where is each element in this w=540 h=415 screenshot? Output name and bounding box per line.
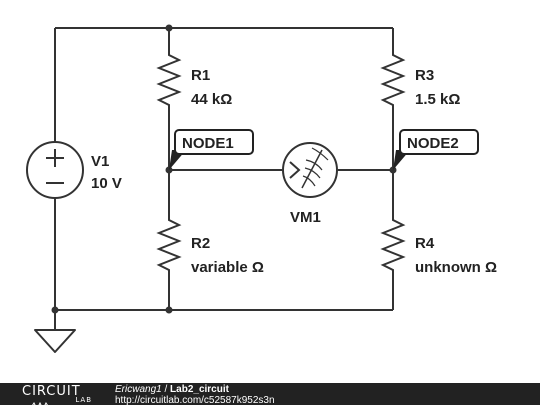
footer-bar: CIRCUIT LAB Ericwang1 / Lab2_circuit htt… [0,383,540,411]
footer-attribution: Ericwang1 / Lab2_circuit [115,384,229,395]
ground-symbol [34,329,76,353]
r2-name-label: R2 [191,235,210,252]
r4-resistor[interactable]: R4 unknown Ω [380,215,497,280]
footer-separator: / [161,384,171,395]
circuit-title-link[interactable]: Lab2_circuit [170,384,229,395]
circuitlab-logo[interactable]: CIRCUIT [22,384,81,399]
junction-dot [165,306,173,314]
junction-dot [165,24,173,32]
v1-value-label: 10 V [91,175,122,192]
logo-text-top: CIRCUIT [22,384,81,399]
r1-resistor[interactable]: R1 44 kΩ [156,50,232,110]
node1-tag: NODE1 [169,129,254,170]
r2-value-label: variable Ω [191,259,264,276]
logo-text-bottom: LAB [75,396,92,404]
wires [54,27,394,330]
vm1-name-label: VM1 [290,209,321,226]
v1-name-label: V1 [91,153,109,170]
r4-value-label: unknown Ω [415,259,497,276]
r1-value-label: 44 kΩ [191,91,232,108]
circuit-url-link[interactable]: http://circuitlab.com/c52587k952s3n [115,395,275,406]
author-link[interactable]: Ericwang1 [115,384,162,395]
r1-name-label: R1 [191,67,210,84]
r2-resistor[interactable]: R2 variable Ω [156,215,264,280]
r3-resistor[interactable]: R3 1.5 kΩ [380,50,460,110]
logo-resistor-graphic: LAB [22,396,92,411]
node2-tag: NODE2 [393,129,479,170]
r3-name-label: R3 [415,67,434,84]
circuit-schematic: V1 10 V R1 44 kΩ R2 variable Ω R3 1.5 kΩ… [26,24,497,353]
node1-label: NODE1 [182,135,234,152]
vm1-voltmeter[interactable]: VM1 [282,142,338,226]
node2-label: NODE2 [407,135,459,152]
r3-value-label: 1.5 kΩ [415,91,460,108]
r4-name-label: R4 [415,235,435,252]
resistor-icon [22,401,56,411]
junction-dot [51,306,59,314]
v1-voltage-source[interactable]: V1 10 V [26,141,122,199]
